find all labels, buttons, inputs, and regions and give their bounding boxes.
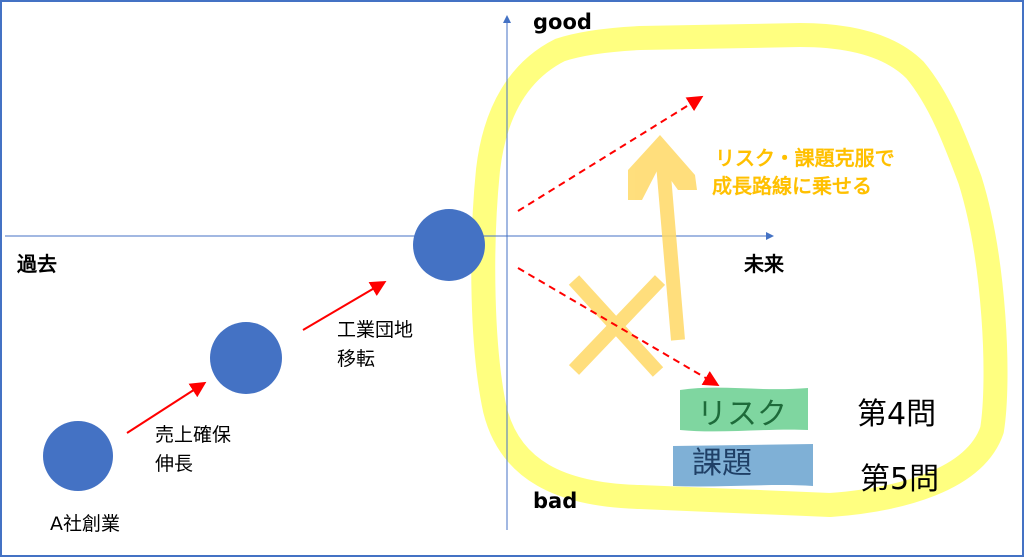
progress-arrow	[126, 381, 207, 434]
risk-label: リスク	[697, 397, 787, 432]
highlighter-loop	[471, 23, 1008, 517]
stage-label-growth-2: 伸長	[155, 453, 194, 475]
stage-circle-growth	[210, 322, 282, 394]
question-4-label: 第4問	[857, 397, 937, 432]
stage-label-growth-1: 売上確保	[155, 424, 232, 446]
stage-circle-founding	[43, 421, 113, 491]
goal-text-line-1: リスク・課題克服で	[715, 146, 895, 170]
stage-circle-relocation	[413, 209, 485, 281]
up-arrow-icon	[628, 135, 697, 341]
issue-label: 課題	[692, 446, 752, 481]
axis-label-bad: bad	[533, 489, 578, 513]
risk-highlight	[680, 387, 808, 432]
axis-label-past: 過去	[17, 252, 57, 276]
question-5-label: 第5問	[860, 462, 940, 497]
axis-label-good: good	[533, 10, 592, 34]
stage-label-relocation-1: 工業団地	[337, 319, 414, 341]
axis-label-future: 未来	[744, 252, 784, 276]
goal-text-line-2: 成長路線に乗せる	[712, 174, 872, 198]
stage-label-founding: A社創業	[50, 513, 120, 535]
stage-label-relocation-2: 移転	[337, 348, 376, 370]
bad-path-arrow	[517, 267, 720, 387]
issue-highlight	[673, 444, 813, 487]
progress-arrow	[302, 280, 387, 331]
